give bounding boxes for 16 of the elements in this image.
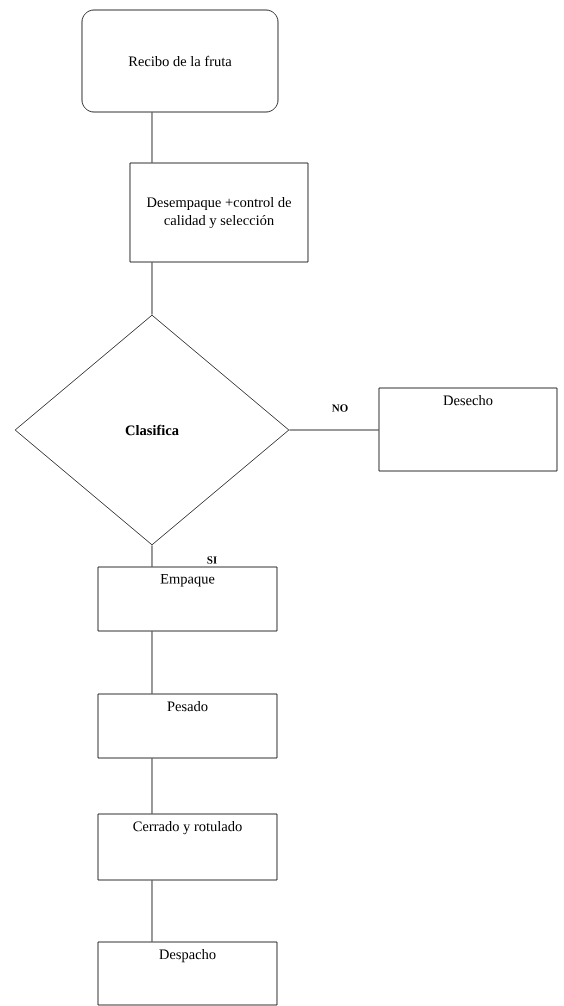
process-box: Cerrado y rotulado	[97, 813, 278, 881]
connector-line	[151, 545, 153, 567]
edge-label: NO	[330, 403, 350, 413]
connector-line	[151, 758, 153, 814]
connector-line	[151, 262, 153, 315]
connector-line	[151, 631, 153, 694]
edge-label: SI	[205, 555, 219, 565]
connector-line	[289, 429, 379, 431]
connector-line	[151, 880, 153, 942]
connector-line	[151, 112, 153, 163]
process-box: Empaque	[97, 566, 278, 632]
process-box: Desempaque +control de calidad y selección	[129, 162, 309, 263]
process-box: Pesado	[97, 693, 278, 759]
process-box: Despacho	[97, 941, 278, 1006]
process-box: Desecho	[378, 387, 558, 472]
process-box: Recibo de la fruta	[81, 9, 279, 113]
